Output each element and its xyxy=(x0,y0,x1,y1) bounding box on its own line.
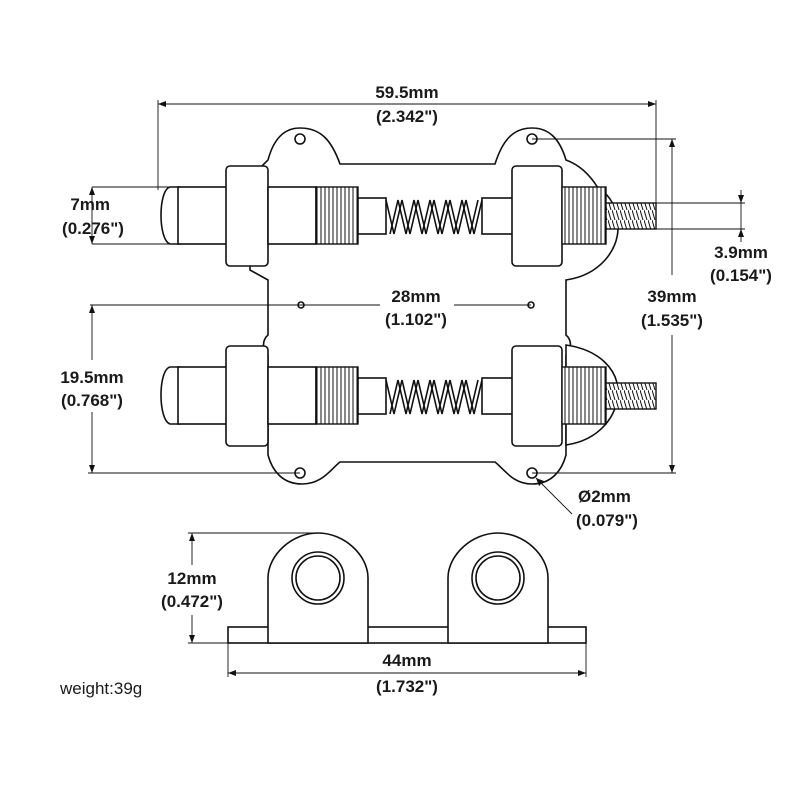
weight-label: weight:39g xyxy=(59,679,142,698)
dim-overall-height xyxy=(532,138,676,474)
spring-bottom xyxy=(385,379,483,415)
overall-width-inch: (2.342") xyxy=(376,107,438,126)
post-diameter-inch: (0.276") xyxy=(62,219,124,238)
dim-side-height xyxy=(188,532,318,644)
saddle-assembly-bottom xyxy=(160,345,657,447)
base-length-mm: 44mm xyxy=(382,651,431,670)
overall-height-inch: (1.535") xyxy=(641,311,703,330)
saddle-spacing-mm: 19.5mm xyxy=(60,368,123,387)
dim-post-diameter xyxy=(89,186,178,245)
saddle-spacing-inch: (0.768") xyxy=(61,391,123,410)
spring-top xyxy=(385,199,483,235)
dim-saddle-spacing xyxy=(88,305,300,474)
dim-mount-hole xyxy=(535,477,573,515)
saddle-assembly-top xyxy=(160,165,657,267)
hole-spacing-inch: (1.102") xyxy=(385,310,447,329)
mount-hole-mm: Ø2mm xyxy=(578,487,631,506)
dim-overall-width xyxy=(157,100,657,205)
dim-base-length xyxy=(227,643,587,677)
dim-thread-diameter xyxy=(656,190,745,242)
thread-diameter-mm: 3.9mm xyxy=(714,243,768,262)
overall-height-mm: 39mm xyxy=(647,287,696,306)
side-view xyxy=(227,532,587,644)
hole-spacing-mm: 28mm xyxy=(391,287,440,306)
post-diameter-mm: 7mm xyxy=(70,195,110,214)
mount-hole-top-left xyxy=(294,133,306,145)
side-height-mm: 12mm xyxy=(167,569,216,588)
mount-hole-inch: (0.079") xyxy=(576,511,638,530)
overall-width-mm: 59.5mm xyxy=(375,83,438,102)
thread-diameter-inch: (0.154") xyxy=(710,266,772,285)
side-height-inch: (0.472") xyxy=(161,592,223,611)
base-length-inch: (1.732") xyxy=(376,677,438,696)
